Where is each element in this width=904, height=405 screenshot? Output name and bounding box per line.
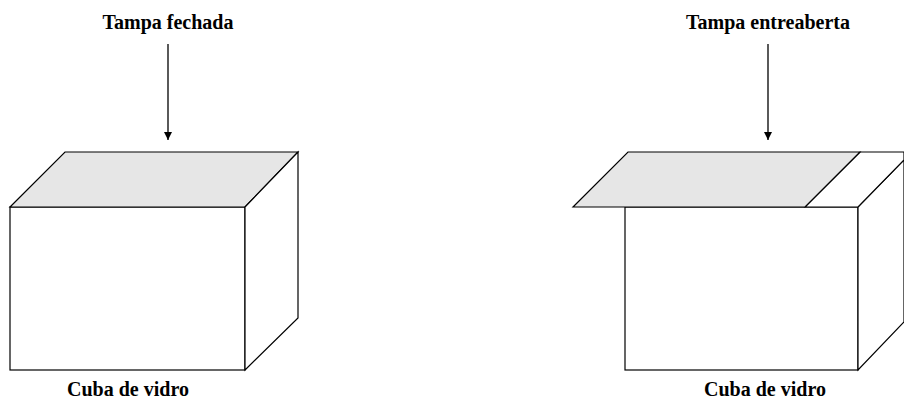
- tank-label: Cuba de vidro: [67, 377, 189, 401]
- leader-arrow: [767, 44, 768, 140]
- tank-label: Cuba de vidro: [704, 377, 826, 401]
- lid-label: Tampa entreaberta: [686, 10, 850, 34]
- closed-tank: [10, 152, 298, 370]
- lid-label: Tampa fechada: [103, 10, 234, 34]
- half-open-tank: [573, 152, 904, 370]
- leader-arrow: [167, 44, 168, 140]
